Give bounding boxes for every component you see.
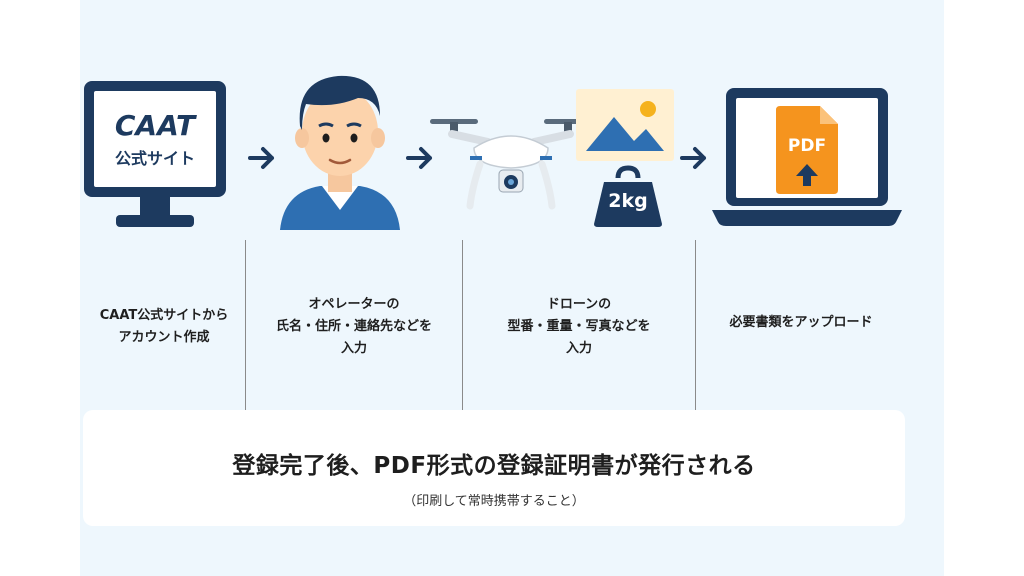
weight-icon xyxy=(594,165,662,227)
divider xyxy=(695,240,696,412)
step-4-text: 必要書類をアップロード xyxy=(729,315,873,330)
pdf-label: PDF xyxy=(787,136,827,156)
arrow-right-icon xyxy=(680,147,706,169)
step-2-text: オペレーターの 氏名・住所・連絡先などを 入力 xyxy=(275,297,432,356)
photo-image-icon xyxy=(576,89,674,161)
result-title: 登録完了後、PDF形式の登録証明書が発行される xyxy=(232,453,756,479)
arrow-right-icon xyxy=(248,147,274,169)
result-card: 登録完了後、PDF形式の登録証明書が発行される （印刷して常時携帯すること） xyxy=(83,410,905,526)
divider xyxy=(462,240,463,412)
pdf-file-icon xyxy=(776,106,838,194)
result-note: （印刷して常時携帯すること） xyxy=(403,494,585,509)
arrow-right-icon xyxy=(406,147,432,169)
caat-site-text: 公式サイト xyxy=(114,149,195,168)
drone-icon xyxy=(430,119,592,210)
step-2-description: オペレーターの 氏名・住所・連絡先などを 入力 xyxy=(246,243,462,411)
operator-person-icon xyxy=(280,75,400,230)
step-1-description: CAAT公式サイトから アカウント作成 xyxy=(84,243,244,411)
step-1-text: CAAT公式サイトから アカウント作成 xyxy=(99,308,229,345)
step-4-description: 必要書類をアップロード xyxy=(696,238,906,408)
caat-logo-text: CAAT xyxy=(114,109,196,142)
weight-label: 2kg xyxy=(608,190,648,212)
step-3-description: ドローンの 型番・重量・写真などを 入力 xyxy=(463,243,695,411)
divider xyxy=(245,240,246,412)
step-3-text: ドローンの 型番・重量・写真などを 入力 xyxy=(507,297,651,356)
monitor-icon: CAAT 公式サイト xyxy=(82,79,228,231)
